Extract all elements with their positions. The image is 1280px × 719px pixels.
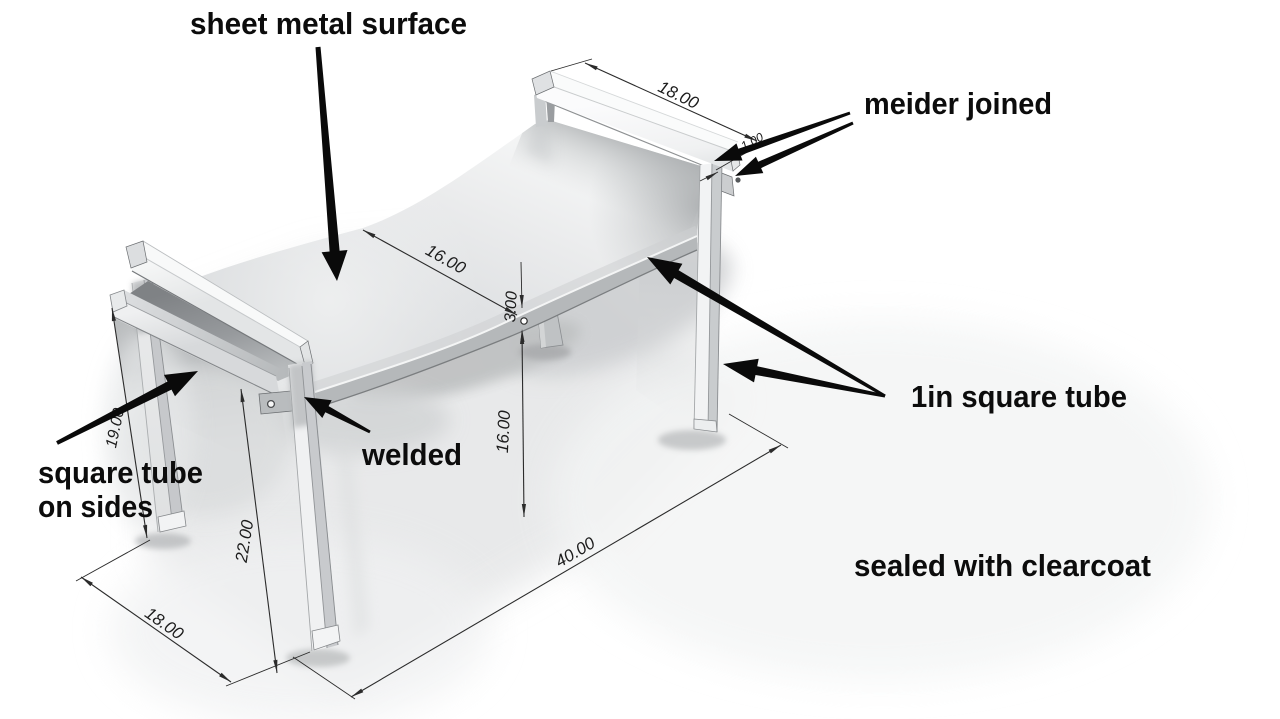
svg-text:welded: welded — [361, 437, 462, 472]
svg-text:square tube: square tube — [38, 455, 203, 490]
svg-text:3.00: 3.00 — [502, 291, 521, 323]
svg-text:on sides: on sides — [38, 489, 153, 524]
svg-text:sheet metal surface: sheet metal surface — [190, 6, 467, 41]
svg-text:1in square tube: 1in square tube — [911, 379, 1127, 414]
svg-text:16.00: 16.00 — [493, 409, 514, 453]
svg-text:sealed with clearcoat: sealed with clearcoat — [854, 548, 1151, 583]
svg-text:meider joined: meider joined — [864, 86, 1052, 121]
